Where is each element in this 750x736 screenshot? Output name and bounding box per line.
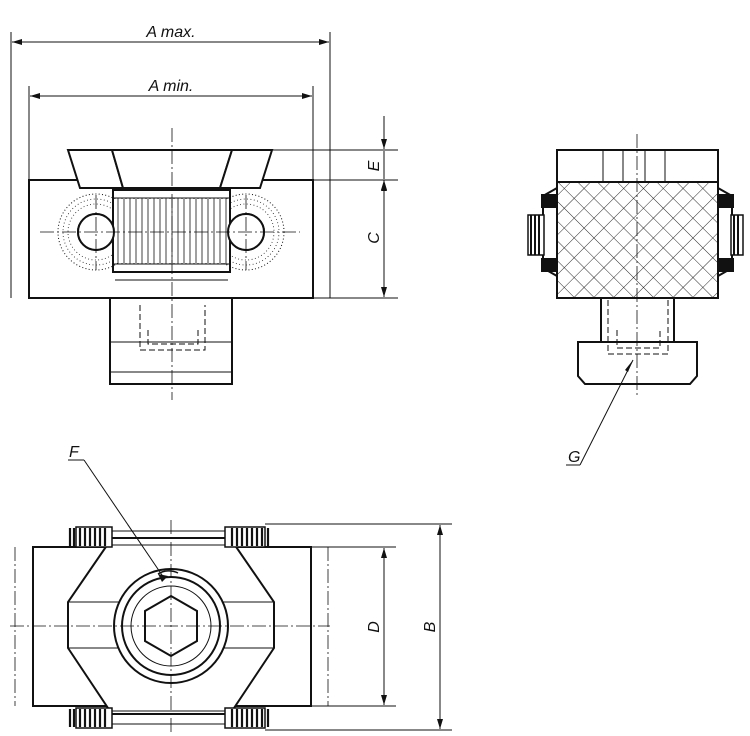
left-clamp-screws: [527, 186, 558, 278]
c-label: C: [366, 232, 383, 244]
front-view: A max. A min.: [10, 24, 398, 400]
bottom-screws: [68, 707, 270, 729]
a-max-label: A max.: [145, 24, 195, 41]
top-screws: [68, 526, 270, 548]
g-label: G: [568, 449, 580, 466]
knurled-grip: [556, 181, 719, 299]
side-view: G: [527, 134, 744, 466]
e-label: E: [366, 160, 383, 171]
right-clamp-screws: [717, 186, 744, 278]
a-min-label: A min.: [148, 78, 194, 95]
b-label: B: [422, 621, 439, 632]
f-label: F: [69, 444, 80, 461]
top-view: F D B: [10, 444, 452, 734]
d-label: D: [366, 621, 383, 633]
